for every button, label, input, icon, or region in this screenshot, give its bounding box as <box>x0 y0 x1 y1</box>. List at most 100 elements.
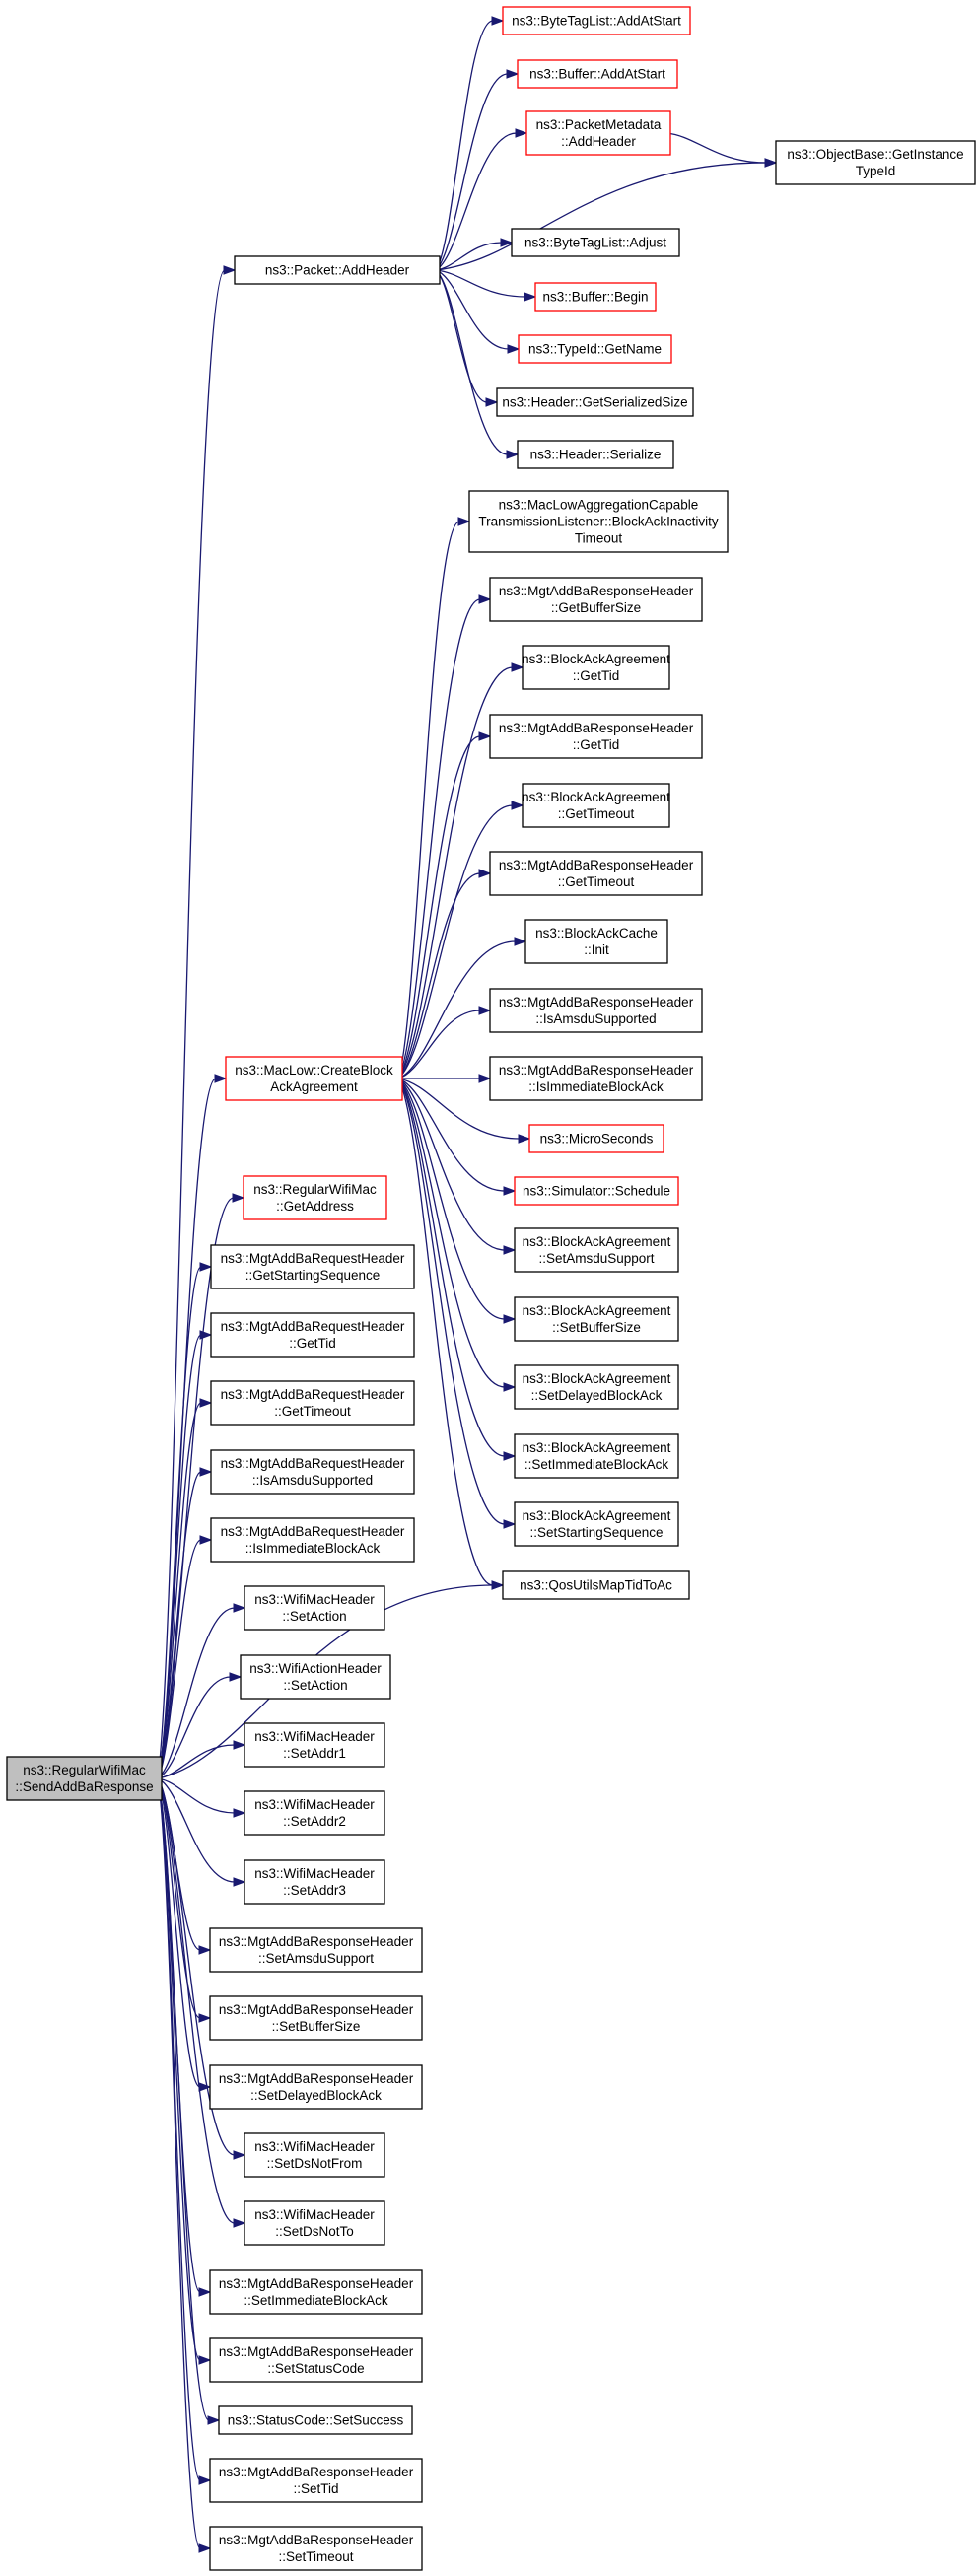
node-bt-adjust[interactable]: ns3::ByteTagList::Adjust <box>511 228 680 257</box>
node-wmh-setaddr2[interactable]: ns3::WifiMacHeader::SetAddr2 <box>244 1790 385 1836</box>
node-sim-schedule[interactable]: ns3::Simulator::Schedule <box>514 1176 679 1206</box>
arrowhead <box>514 937 527 946</box>
node-qos-maptid[interactable]: ns3::QosUtilsMapTidToAc <box>502 1570 690 1600</box>
node-label: ::SetBufferSize <box>272 2019 361 2034</box>
edge-curve <box>157 1777 236 1883</box>
node-req-isamsdu[interactable]: ns3::MgtAddBaRequestHeader::IsAmsduSuppo… <box>210 1449 415 1495</box>
node-typeid-getname[interactable]: ns3::TypeId::GetName <box>518 334 672 364</box>
node-hdr-serialize[interactable]: ns3::Header::Serialize <box>517 440 674 469</box>
node-resp-gettimeout[interactable]: ns3::MgtAddBaResponseHeader::GetTimeout <box>489 851 703 896</box>
node-baa-setdelayed[interactable]: ns3::BlockAckAgreement::SetDelayedBlockA… <box>514 1364 679 1410</box>
node-label: ns3::MgtAddBaResponseHeader <box>219 2002 414 2017</box>
node-microseconds[interactable]: ns3::MicroSeconds <box>528 1124 664 1153</box>
arrowhead <box>503 1382 517 1392</box>
edge-curve <box>157 1078 217 1779</box>
node-label: ns3::MgtAddBaResponseHeader <box>219 2533 414 2547</box>
node-wmh-setaction[interactable]: ns3::WifiMacHeader::SetAction <box>244 1585 385 1631</box>
node-label: ::SendAddBaResponse <box>15 1779 153 1794</box>
call-edge <box>157 1777 212 2553</box>
node-sc-setsuccess[interactable]: ns3::StatusCode::SetSuccess <box>218 2405 413 2435</box>
node-baa-setstartseq[interactable]: ns3::BlockAckAgreement::SetStartingSeque… <box>514 1501 679 1547</box>
node-resp-setdelayed[interactable]: ns3::MgtAddBaResponseHeader::SetDelayedB… <box>209 2064 423 2110</box>
node-label: ::SetDelayedBlockAck <box>250 2088 382 2103</box>
node-baa-gettid[interactable]: ns3::BlockAckAgreement::GetTid <box>522 645 670 690</box>
node-label: ns3::Header::Serialize <box>530 448 662 462</box>
node-bac-init[interactable]: ns3::BlockAckCache::Init <box>524 919 668 964</box>
node-label: ::GetAddress <box>276 1199 354 1214</box>
node-wmh-setdsnotto[interactable]: ns3::WifiMacHeader::SetDsNotTo <box>244 2200 385 2246</box>
node-hdr-getsersize[interactable]: ns3::Header::GetSerializedSize <box>496 387 694 417</box>
node-label: ns3::MgtAddBaResponseHeader <box>219 1934 414 1949</box>
call-edge <box>157 1262 213 1779</box>
node-resp-isamsdu[interactable]: ns3::MgtAddBaResponseHeader::IsAmsduSupp… <box>489 988 703 1033</box>
arrowhead <box>503 1186 517 1196</box>
node-resp-setstatus[interactable]: ns3::MgtAddBaResponseHeader::SetStatusCo… <box>209 2337 423 2383</box>
node-maclowagg[interactable]: ns3::MacLowAggregationCapableTransmissio… <box>468 490 729 553</box>
node-label: ::IsAmsduSupported <box>252 1473 373 1488</box>
node-pm-addheader[interactable]: ns3::PacketMetadata::AddHeader <box>525 110 671 156</box>
node-resp-settimeout[interactable]: ns3::MgtAddBaResponseHeader::SetTimeout <box>209 2526 423 2571</box>
node-label: ns3::Buffer::Begin <box>542 290 648 305</box>
node-label: ::GetTimeout <box>558 874 635 889</box>
node-baa-setimm[interactable]: ns3::BlockAckAgreement::SetImmediateBloc… <box>514 1433 679 1479</box>
node-resp-isimm[interactable]: ns3::MgtAddBaResponseHeader::IsImmediate… <box>489 1056 703 1101</box>
node-resp-setamsdu[interactable]: ns3::MgtAddBaResponseHeader::SetAmsduSup… <box>209 1927 423 1973</box>
node-box <box>243 1175 387 1220</box>
node-box <box>489 577 703 622</box>
call-edge <box>397 937 527 1079</box>
node-req-gettimeout[interactable]: ns3::MgtAddBaRequestHeader::GetTimeout <box>210 1380 415 1426</box>
node-box <box>234 255 441 285</box>
node-wah-setaction[interactable]: ns3::WifiActionHeader::SetAction <box>240 1654 391 1700</box>
node-box <box>525 110 671 156</box>
arrowhead <box>478 1006 492 1015</box>
node-label: ::AddHeader <box>561 134 636 149</box>
node-resp-setbufsize[interactable]: ns3::MgtAddBaResponseHeader::SetBufferSi… <box>209 1995 423 2041</box>
edge-curve <box>157 1777 236 1814</box>
arrowhead <box>233 1603 246 1613</box>
node-box <box>210 1449 415 1495</box>
node-label: ::SetTimeout <box>278 2549 353 2564</box>
node-wmh-setaddr3[interactable]: ns3::WifiMacHeader::SetAddr3 <box>244 1859 385 1905</box>
node-label: ::IsImmediateBlockAck <box>528 1079 664 1094</box>
arrowhead <box>233 1877 246 1887</box>
node-buf-addatstart[interactable]: ns3::Buffer::AddAtStart <box>517 59 678 89</box>
node-req-getstartseq[interactable]: ns3::MgtAddBaRequestHeader::GetStartingS… <box>210 1244 415 1289</box>
node-req-gettid[interactable]: ns3::MgtAddBaRequestHeader::GetTid <box>210 1312 415 1358</box>
node-send[interactable]: ns3::RegularWifiMac::SendAddBaResponse <box>6 1756 163 1801</box>
node-label: ns3::Packet::AddHeader <box>265 263 410 278</box>
node-label: Timeout <box>575 531 623 546</box>
node-label: ns3::StatusCode::SetSuccess <box>228 2413 404 2428</box>
node-label: ns3::WifiMacHeader <box>254 2207 375 2222</box>
node-wmh-setaddr1[interactable]: ns3::WifiMacHeader::SetAddr1 <box>244 1722 385 1768</box>
node-addheader[interactable]: ns3::Packet::AddHeader <box>234 255 441 285</box>
node-label: ::GetTimeout <box>274 1404 351 1419</box>
node-label: ns3::WifiMacHeader <box>254 2139 375 2154</box>
edge-curve <box>435 73 509 271</box>
node-wmh-setdsnotfrom[interactable]: ns3::WifiMacHeader::SetDsNotFrom <box>244 2132 385 2178</box>
call-edge <box>435 269 520 459</box>
call-edge <box>157 1330 213 1779</box>
node-label: ns3::MgtAddBaResponseHeader <box>499 995 694 1010</box>
node-resp-gettid[interactable]: ns3::MgtAddBaResponseHeader::GetTid <box>489 714 703 759</box>
node-resp-settid[interactable]: ns3::MgtAddBaResponseHeader::SetTid <box>209 2458 423 2503</box>
call-edge <box>397 1078 517 1255</box>
node-req-isimm[interactable]: ns3::MgtAddBaRequestHeader::IsImmediateB… <box>210 1517 415 1563</box>
node-buf-begin[interactable]: ns3::Buffer::Begin <box>534 282 657 312</box>
node-baa-setbufsize[interactable]: ns3::BlockAckAgreement::SetBufferSize <box>514 1296 679 1342</box>
node-label: ns3::MacLow::CreateBlock <box>235 1063 393 1078</box>
node-bt-addatstart[interactable]: ns3::ByteTagList::AddAtStart <box>502 6 691 35</box>
node-label: ::SetStartingSequence <box>529 1525 663 1540</box>
node-resp-setimm[interactable]: ns3::MgtAddBaResponseHeader::SetImmediat… <box>209 2269 423 2315</box>
node-label: ns3::BlockAckAgreement <box>522 652 670 666</box>
call-edge <box>435 269 521 354</box>
call-edge <box>157 1777 212 2092</box>
arrowhead <box>199 1330 213 1340</box>
node-baa-setamsdu[interactable]: ns3::BlockAckAgreement::SetAmsduSupport <box>514 1227 679 1273</box>
arrowhead <box>503 1451 517 1461</box>
node-box <box>511 228 680 257</box>
node-resp-getbufsize[interactable]: ns3::MgtAddBaResponseHeader::GetBufferSi… <box>489 577 703 622</box>
node-rwm-getaddress[interactable]: ns3::RegularWifiMac::GetAddress <box>243 1175 387 1220</box>
node-baa-gettimeout[interactable]: ns3::BlockAckAgreement::GetTimeout <box>522 783 670 828</box>
